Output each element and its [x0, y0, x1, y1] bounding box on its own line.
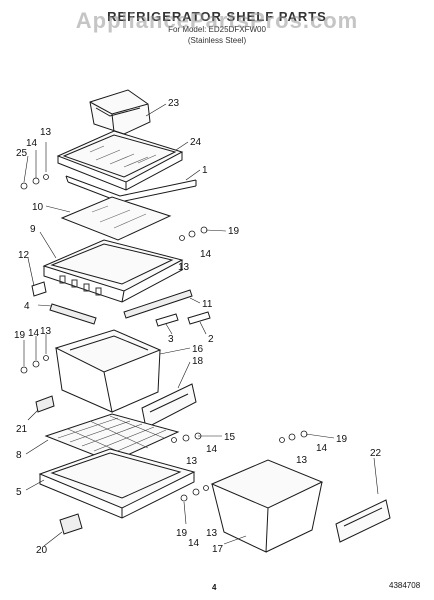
part-21-cover — [35, 395, 55, 413]
callout-12: 12 — [18, 250, 30, 261]
part-18-drawer-front — [141, 383, 197, 429]
page-number: 4 — [212, 583, 217, 592]
model-number-line: For Model: ED25DFXFW00 — [168, 25, 266, 34]
callout-1: 1 — [202, 165, 208, 176]
callout-3: 3 — [168, 334, 174, 345]
part-2-clip — [187, 311, 211, 325]
part-5-bottom-frame — [38, 448, 196, 519]
callout-14: 14 — [26, 138, 38, 149]
part-20-bracket — [59, 513, 83, 535]
callout-15: 15 — [224, 432, 236, 443]
finish-label: (Stainless Steel) — [187, 36, 247, 45]
callout-25: 25 — [16, 148, 28, 159]
callout-23: 23 — [168, 98, 180, 109]
part-22-bin-front — [335, 499, 391, 543]
callout-14: 14 — [28, 328, 40, 339]
part-11-slide — [123, 289, 193, 319]
callout-19: 19 — [228, 226, 240, 237]
callout-22: 22 — [370, 448, 382, 459]
part-1-rail — [65, 175, 197, 203]
part-23-bin — [89, 89, 151, 135]
callout-19: 19 — [176, 528, 188, 539]
callout-labels: 23 24 1 13 14 25 10 9 19 14 13 12 4 11 3… — [14, 98, 382, 556]
hardware-fasteners — [20, 174, 308, 502]
callout-19: 19 — [336, 434, 348, 445]
callout-14: 14 — [206, 444, 218, 455]
callout-8: 8 — [16, 450, 22, 461]
callout-21: 21 — [16, 424, 28, 435]
part-9-frame — [42, 239, 184, 303]
document-number: 4384708 — [389, 581, 421, 590]
callout-10: 10 — [32, 202, 44, 213]
callout-13: 13 — [186, 456, 198, 467]
part-4-slide — [49, 303, 97, 325]
callout-24: 24 — [190, 137, 202, 148]
callout-18: 18 — [192, 356, 204, 367]
callout-20: 20 — [36, 545, 48, 556]
callout-14: 14 — [316, 443, 328, 454]
callout-9: 9 — [30, 224, 36, 235]
part-8-wire-shelf — [44, 413, 180, 463]
callout-13: 13 — [178, 262, 190, 273]
callout-5: 5 — [16, 487, 22, 498]
watermark-logo: AppliancePartsPros.com — [75, 8, 359, 33]
callout-11: 11 — [202, 299, 213, 310]
callout-13: 13 — [206, 528, 218, 539]
callout-2: 2 — [208, 334, 214, 345]
part-3-clip — [155, 313, 179, 327]
part-10-glass — [60, 196, 172, 241]
callout-14: 14 — [188, 538, 200, 549]
part-24-shelf — [56, 130, 184, 191]
leader-lines — [23, 103, 379, 547]
callout-16: 16 — [192, 344, 204, 355]
part-16-crisper — [54, 329, 162, 413]
callout-4: 4 — [24, 301, 30, 312]
callout-14: 14 — [200, 249, 212, 260]
callout-19: 19 — [14, 330, 26, 341]
part-12-bracket — [31, 281, 47, 297]
callout-13: 13 — [296, 455, 308, 466]
part-17-bin — [210, 459, 324, 553]
page-title: REFRIGERATOR SHELF PARTS — [107, 9, 327, 24]
callout-13: 13 — [40, 326, 52, 337]
callout-17: 17 — [212, 544, 224, 555]
callout-13: 13 — [40, 127, 52, 138]
